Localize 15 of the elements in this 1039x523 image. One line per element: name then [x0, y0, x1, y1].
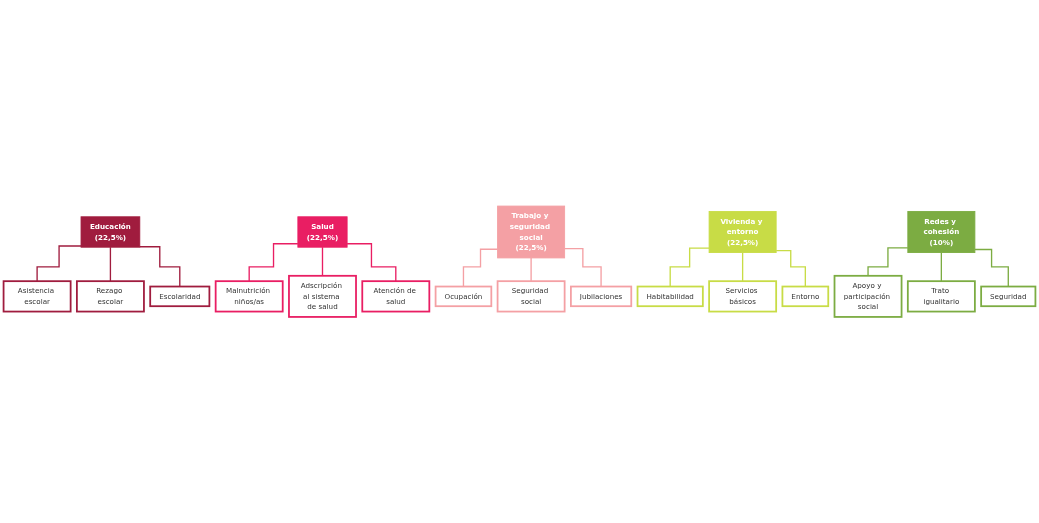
connector: [139, 246, 181, 288]
connector: [530, 257, 532, 282]
connector: [940, 251, 942, 282]
connector: [346, 243, 397, 282]
connector: [321, 246, 324, 277]
connector: [36, 245, 82, 282]
connector: [974, 248, 1009, 288]
connector: [248, 243, 299, 282]
connector: [741, 251, 744, 282]
connector: [563, 248, 602, 288]
connector: [462, 248, 499, 288]
connector: [867, 247, 909, 277]
connector: [775, 249, 806, 288]
connector: [109, 246, 112, 282]
connector: [669, 247, 710, 288]
